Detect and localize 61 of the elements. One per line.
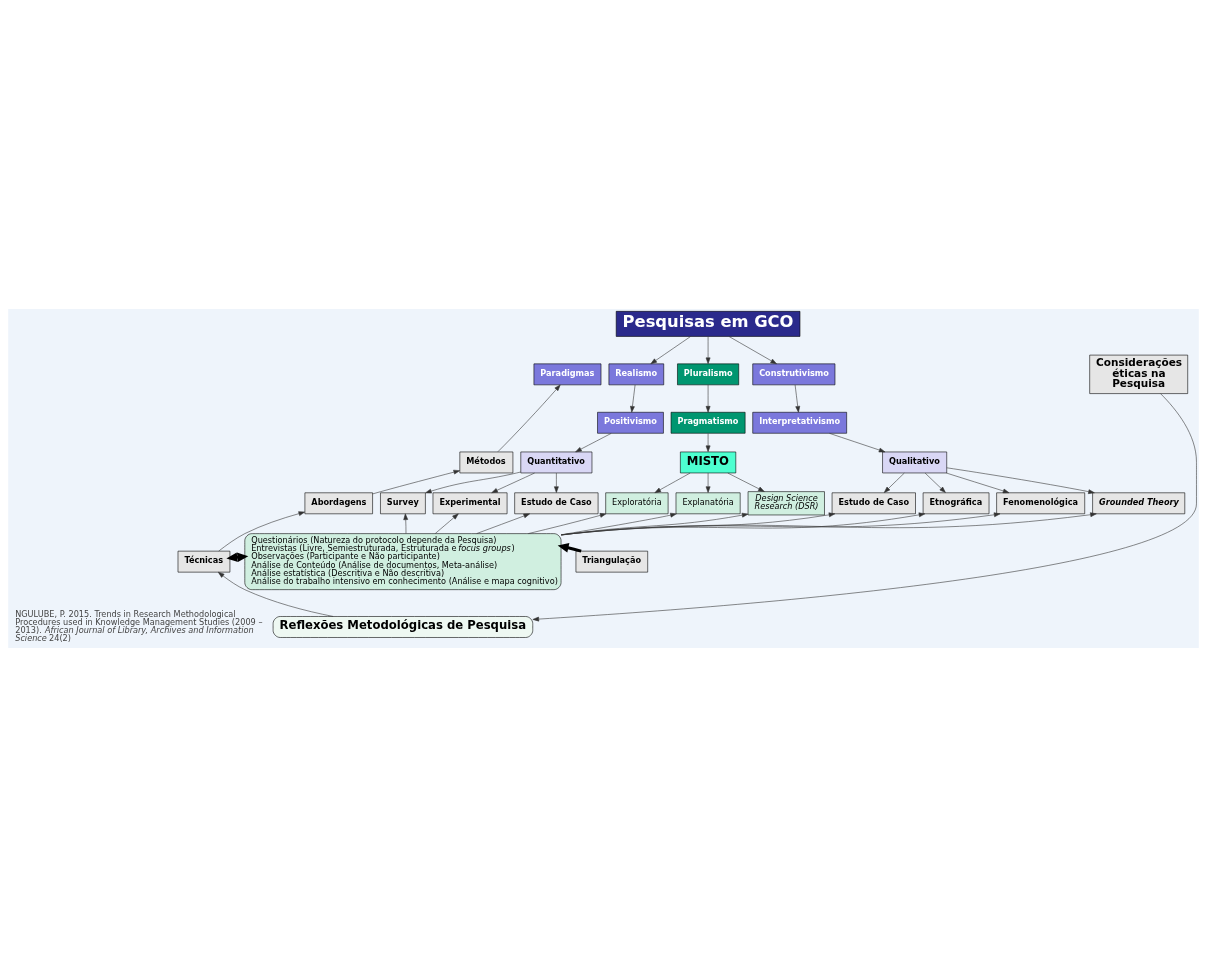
- node-box: Reflexões Metodológicas de Pesquisa: [272, 616, 534, 638]
- arrow: [946, 472, 1010, 494]
- node-box: Pluralismo: [677, 363, 739, 386]
- arrow: [650, 336, 691, 365]
- node-box: Survey: [380, 492, 426, 515]
- node-box: Considerações éticas na Pesquisa: [1089, 354, 1188, 394]
- arrow: [372, 469, 460, 495]
- arrow: [560, 512, 749, 536]
- node-box: Pesquisas em GCO: [615, 311, 801, 337]
- arrow: [654, 472, 691, 493]
- node-box: Etnográfica: [922, 492, 990, 515]
- node-box: Exploratória: [605, 492, 669, 515]
- node-box: Explanatória: [675, 492, 741, 515]
- arrow: [946, 467, 1095, 494]
- node-box: Construtivismo: [752, 363, 836, 386]
- node-box: Quantitativo: [520, 451, 593, 474]
- arrow: [924, 472, 946, 493]
- node-box: Métodos: [459, 451, 514, 474]
- node-box: Estudo de Caso: [514, 492, 599, 515]
- arrow: [560, 512, 1097, 536]
- node-box: MISTO: [680, 451, 737, 474]
- node-box: Estudo de Caso: [831, 492, 916, 515]
- arrow: [705, 472, 711, 493]
- arrow: [554, 472, 559, 493]
- node-box: Pragmatismo: [670, 412, 746, 434]
- arrow: [705, 384, 711, 413]
- node-box: Qualitativo: [882, 451, 947, 474]
- arrow: [728, 336, 777, 365]
- node-box: Design Science Research (DSR): [747, 491, 825, 516]
- node-box: Experimental: [432, 492, 508, 515]
- arrow: [434, 513, 459, 534]
- arrow: [218, 571, 334, 617]
- arrow: [560, 512, 836, 536]
- node-box: Positivismo: [597, 412, 664, 434]
- node-box: Paradigmas: [533, 363, 602, 386]
- arrow: [425, 471, 521, 494]
- arrow: [528, 513, 607, 534]
- arrow: [560, 512, 926, 536]
- arrow: [491, 472, 535, 494]
- label: NGULUBE, P. 2015. Trends in Research Methodological Procedures used in Knowledge Management Studies (2009 – 2013). African Journal of Library, Archives and Information Science 24(2): [15, 608, 263, 644]
- arrow: [794, 384, 801, 413]
- node-box: Técnicas: [177, 550, 231, 573]
- node-box: Interpretativismo: [752, 412, 847, 434]
- arrow: [575, 433, 612, 453]
- arrow: [218, 511, 305, 552]
- node-box: Questionários (Natureza do protocolo depende da Pesquisa) Entrevistas (Livre, Semiestruturada, Estruturada e focus groups) Observações (Participante e Não participante) Análise de Conteúdo (Análise de documentos, Meta-análise) Análise estatística (Descritiva e Não descritiva) Análise do trabalho intensivo em conhecimento (Análise e mapa cognitivo): [244, 533, 562, 590]
- arrow: [727, 472, 765, 492]
- node-box: Fenomenológica: [996, 492, 1085, 515]
- arrow: [476, 513, 530, 534]
- arrow: [829, 433, 886, 453]
- arrow: [532, 393, 1197, 622]
- arrow: [403, 513, 409, 534]
- arrow: [630, 384, 636, 413]
- node-box: Abordagens: [304, 492, 373, 515]
- arrow: [497, 384, 561, 453]
- node-box: Realismo: [608, 363, 665, 386]
- arrow: [883, 472, 905, 493]
- arrow: [705, 336, 711, 364]
- node-box: Triangulação: [575, 550, 648, 573]
- arrow: [705, 433, 711, 452]
- arrow: [560, 512, 1001, 536]
